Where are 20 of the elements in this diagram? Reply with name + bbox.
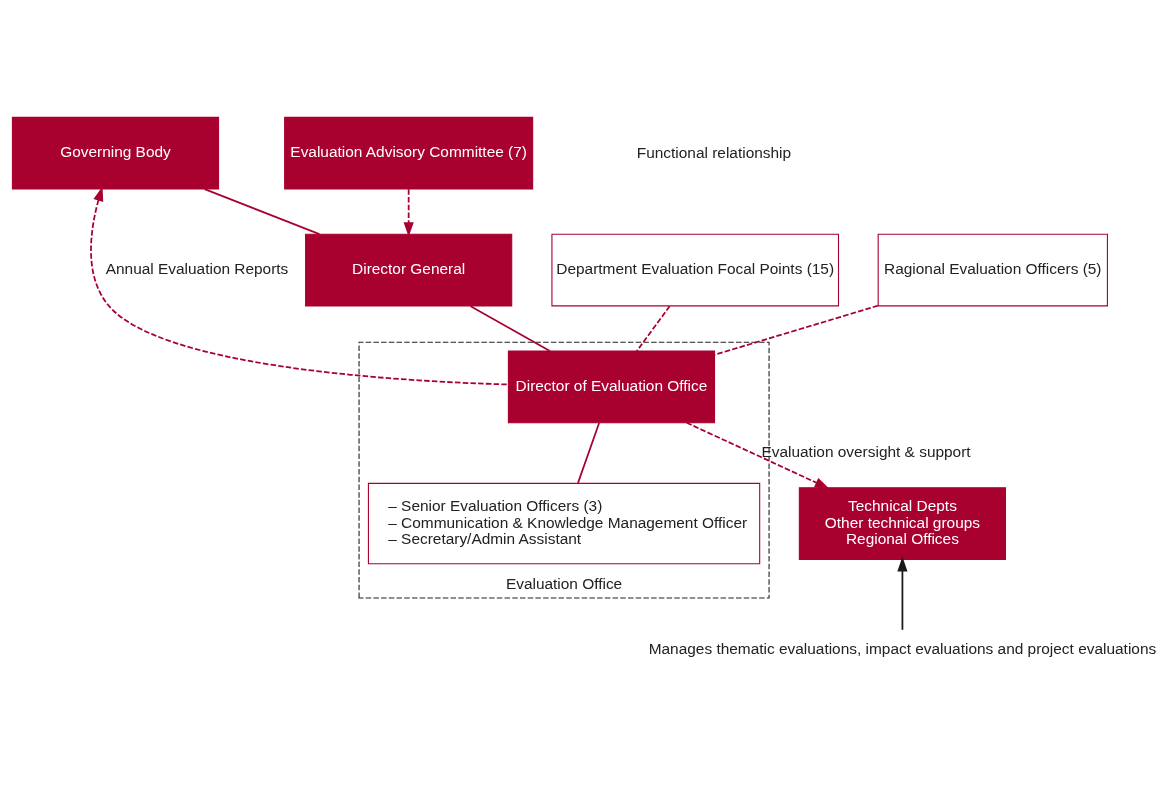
legend-label: Functional relationship (636, 143, 792, 161)
arrow (403, 188, 414, 237)
arrow (685, 421, 830, 489)
node-box: Director of Evaluation Office (507, 350, 716, 424)
node-box: – Senior Evaluation Officers (3) – Communication & Knowledge Management Officer – Secretary/Admin Assistant (367, 482, 761, 565)
node-box: Ragional Evaluation Officers (5) (877, 233, 1108, 307)
edge-label: Annual Evaluation Reports (105, 260, 289, 278)
node-box: Director General (305, 233, 513, 307)
edge-label: Evaluation oversight & support (761, 443, 971, 461)
connector (469, 305, 551, 352)
connector (577, 422, 600, 484)
node-text: Manages thematic evaluations, impact evaluations and project evaluations (648, 639, 1157, 657)
arrow (897, 556, 908, 631)
node-box: Evaluation Advisory Committee (7) (284, 116, 534, 190)
arrow (90, 186, 510, 386)
node-box: Governing Body (11, 116, 220, 190)
node-box: Technical Depts Other technical groups Regional Offices (798, 487, 1006, 560)
connector (636, 305, 671, 352)
connector (203, 188, 321, 235)
node-box: Department Evaluation Focal Points (15) (551, 233, 840, 307)
